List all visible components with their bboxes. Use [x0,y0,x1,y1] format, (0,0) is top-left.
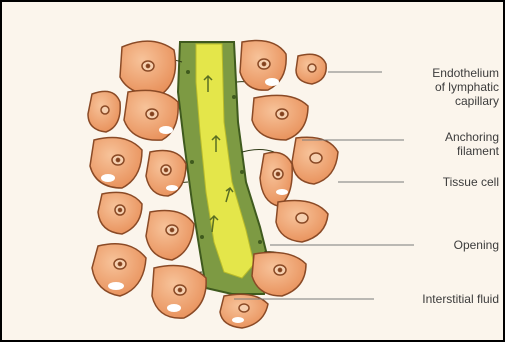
tissue-cell [146,151,186,197]
tissue-cell [252,95,308,140]
tissue-cell [92,244,146,296]
tissue-cell [124,90,178,140]
tissue-cell [276,201,328,243]
tissue-cell [240,41,286,91]
label-endothelium: Endothelium of lymphatic capillary [384,66,499,108]
label-anchoring-line1: Anchoring [384,130,499,144]
tissue-cell [90,138,142,188]
tissue-cell [152,266,206,319]
label-tissue-cell: Tissue cell [384,175,499,189]
tissue-cell [252,252,306,296]
label-endothelium-line1: Endothelium [384,66,499,80]
tissue-cell [146,211,194,261]
label-endothelium-line3: capillary [384,94,499,108]
tissue-cell [88,91,120,132]
tissue-cell [260,152,292,206]
tissue-cell [120,41,176,94]
tissue-cell [98,192,142,234]
label-opening: Opening [384,238,499,252]
tissue-cell [292,137,338,184]
label-anchoring-filament: Anchoring filament [384,130,499,158]
tissue-cell [296,54,326,84]
label-interstitial-fluid: Interstitial fluid [374,292,499,306]
label-anchoring-line2: filament [384,144,499,158]
label-endothelium-line2: of lymphatic [384,80,499,94]
